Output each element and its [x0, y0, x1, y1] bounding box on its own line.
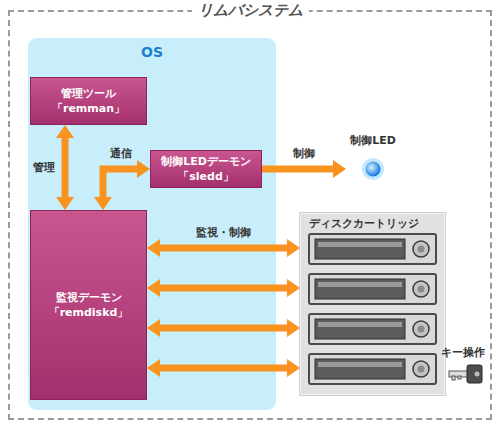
disk-cartridge: [309, 314, 436, 344]
arrow-head: [137, 160, 150, 178]
connector-arrow: [94, 160, 150, 210]
key-icon: [448, 362, 484, 386]
arrow-head: [94, 197, 112, 210]
key-label: キー操作: [441, 346, 485, 359]
system-boundary: リムバシステムOS管理ツール 「remman」制御LEDデーモン 「sledd」…: [8, 10, 492, 420]
arrow-line: [103, 169, 138, 198]
cartridge-frame: [309, 234, 436, 264]
arrow-line: [159, 245, 288, 252]
arrow-head: [56, 197, 74, 210]
connector-arrow: [56, 125, 74, 210]
node-text: 制御LED: [346, 134, 400, 148]
disk-cartridge: [309, 234, 436, 264]
cartridge-slot: [315, 359, 405, 379]
process-box: 制御LEDデーモン 「sledd」: [150, 150, 262, 188]
led-node: 制御LED: [346, 134, 400, 181]
cartridge-slot: [315, 239, 405, 259]
arrow-head: [333, 160, 346, 178]
node-text: 監視デーモン 「remdiskd」: [41, 290, 137, 320]
edge-label: 制御: [293, 147, 315, 160]
cartridge-button: [413, 241, 429, 257]
cartridge-slot: [315, 279, 405, 299]
arrow-head: [147, 319, 160, 337]
connector-arrow: [262, 160, 346, 178]
led-glow: [362, 158, 384, 180]
disk-cartridge: [309, 354, 436, 384]
connector-arrow: [147, 319, 300, 337]
cartridge-button-core: [418, 286, 425, 293]
key-hole: [475, 372, 480, 377]
cartridge-button-core: [418, 366, 425, 373]
arrow-head: [56, 125, 74, 138]
arrow-head: [287, 319, 300, 337]
arrow-head: [147, 359, 160, 377]
connector-arrow: [147, 239, 300, 257]
cartridge-button-core: [418, 246, 425, 253]
edge-label: 管理: [33, 161, 55, 174]
arrow-line: [159, 285, 288, 292]
node-text: ディスクカートリッジ: [309, 217, 419, 231]
disk-cartridge: [309, 274, 436, 304]
cartridge-slot: [315, 319, 405, 339]
cartridge-frame: [309, 314, 436, 344]
connector-arrow: [147, 359, 300, 377]
arrow-head: [287, 279, 300, 297]
arrow-line: [62, 137, 69, 198]
arrow-line: [159, 365, 288, 372]
edge-label: 通信: [110, 147, 132, 160]
key-tooth: [458, 376, 461, 379]
cartridge-button-core: [418, 326, 425, 333]
process-box: 管理ツール 「remman」: [30, 77, 147, 125]
cartridge-frame: [309, 274, 436, 304]
arrow-line: [262, 166, 334, 173]
cartridge-frame: [309, 354, 436, 384]
cartridge-drawing: [301, 214, 444, 394]
led-lamp: [366, 162, 381, 177]
node-text: 制御LEDデーモン 「sledd」: [157, 154, 255, 184]
cartridge-highlight: [318, 242, 402, 247]
arrow-head: [147, 239, 160, 257]
node-text: 管理ツール 「remman」: [43, 86, 135, 116]
cartridge-highlight: [318, 282, 402, 287]
arrow-head: [287, 359, 300, 377]
key-tooth: [452, 376, 455, 380]
led-symbol: [361, 157, 385, 181]
os-region: OS 管理ツール 「remman」制御LEDデーモン 「sledd」監視デーモン …: [28, 38, 276, 410]
arrow-head: [147, 279, 160, 297]
cartridge-button: [413, 281, 429, 297]
cartridge-button: [413, 361, 429, 377]
node-text: OS: [28, 44, 276, 60]
node-text: リムバシステム: [192, 0, 309, 20]
cartridge-highlight: [318, 322, 402, 327]
arrow-head: [287, 239, 300, 257]
cartridge-panel: ディスクカートリッジ: [300, 213, 445, 395]
cartridge-highlight: [318, 362, 402, 367]
arrow-line: [159, 325, 288, 332]
connector-arrow: [147, 279, 300, 297]
key-bow: [467, 365, 482, 383]
cartridge-button: [413, 321, 429, 337]
process-box: 監視デーモン 「remdiskd」: [30, 210, 147, 400]
edge-label: 監視・制御: [196, 226, 251, 239]
